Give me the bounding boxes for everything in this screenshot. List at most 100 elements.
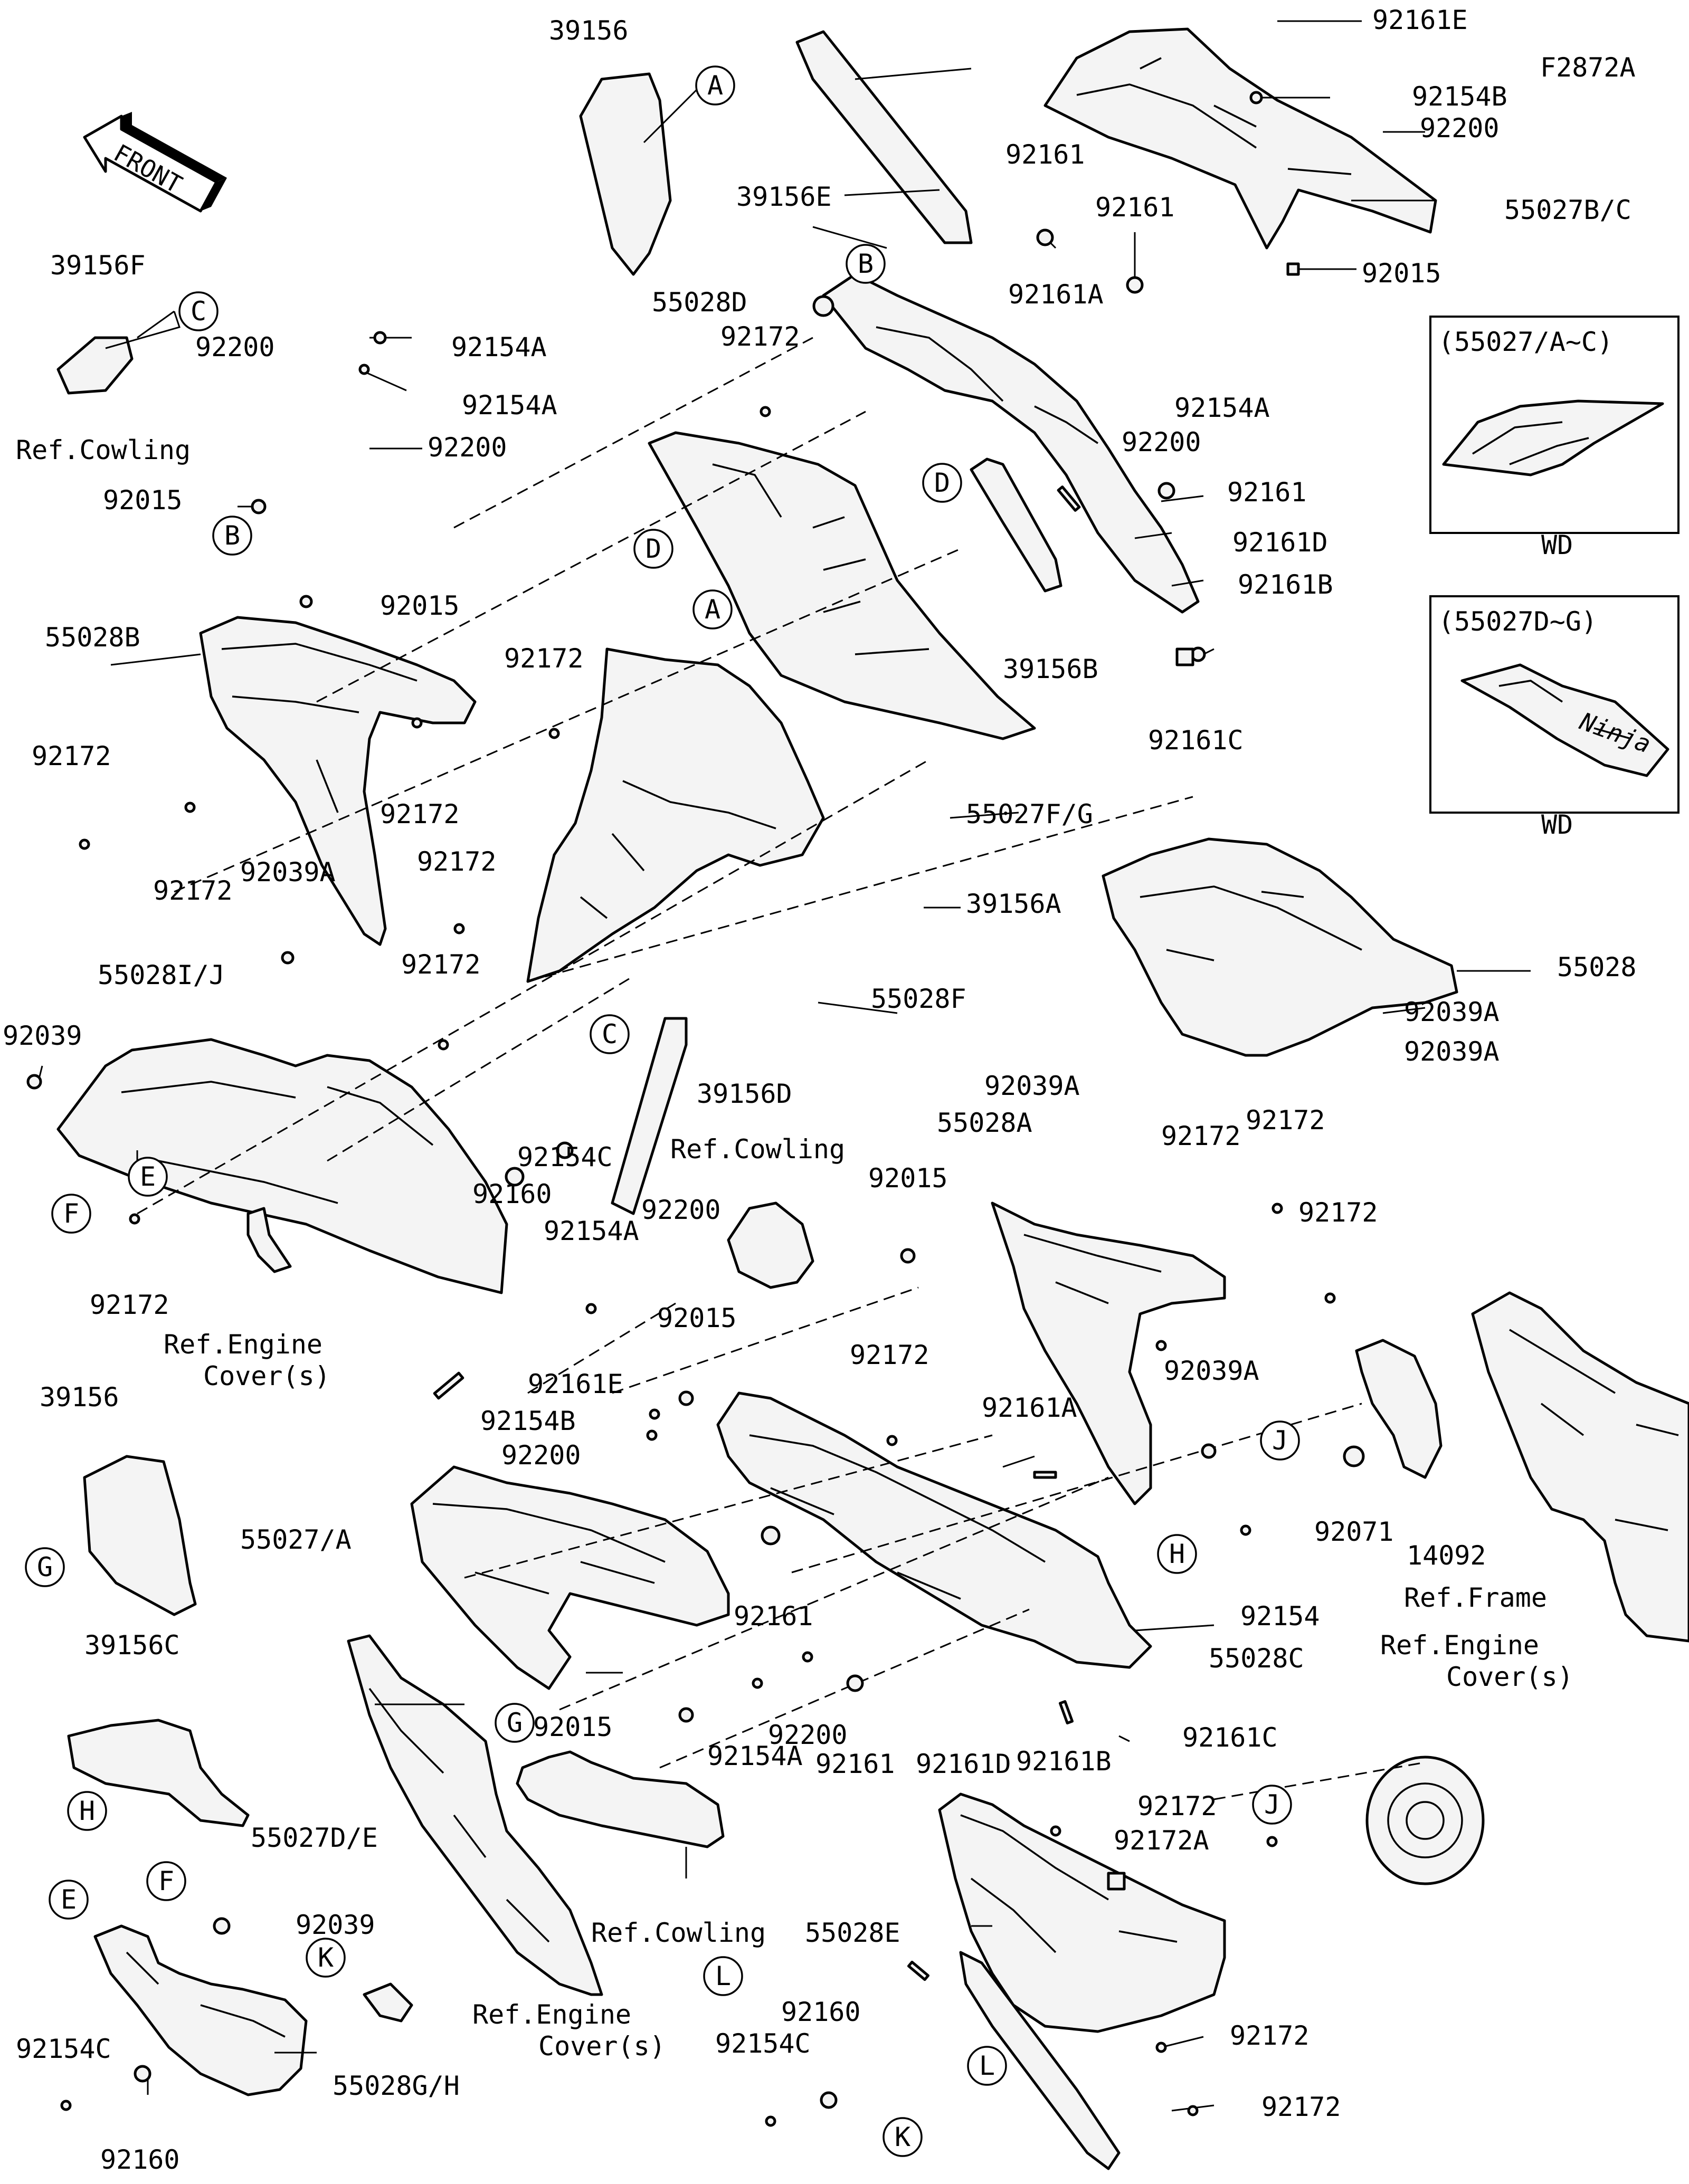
callout-g-1 bbox=[25, 1547, 65, 1587]
label-92154a-c: 92154A bbox=[544, 1216, 639, 1246]
ref-frame-label: Ref.Frame bbox=[1404, 1582, 1547, 1613]
part-55028gh-lower-left bbox=[93, 1924, 308, 2096]
label-92200-r: 92200 bbox=[1122, 427, 1201, 457]
inset-caption-2: WD bbox=[1541, 809, 1573, 840]
label-92172-j: 92172 bbox=[1246, 1105, 1325, 1136]
label-92161c-b: 92161C bbox=[1182, 1722, 1278, 1753]
label-92154b-l: 92154B bbox=[480, 1406, 576, 1436]
callout-h-1 bbox=[1157, 1534, 1197, 1574]
ref-cowling-lower-tray bbox=[516, 1750, 725, 1848]
label-92200-l1: 92200 bbox=[195, 332, 275, 363]
svg-text:F: F bbox=[158, 1866, 174, 1896]
label-92154a-b: 92154A bbox=[707, 1741, 803, 1771]
label-92161e-top: 92161E bbox=[1372, 5, 1468, 35]
label-55027de: 55027D/E bbox=[251, 1823, 378, 1853]
ref-cowling-label-3: Ref.Cowling bbox=[591, 1918, 766, 1948]
callout-b-2 bbox=[212, 516, 252, 556]
label-55027bc: 55027B/C bbox=[1504, 195, 1631, 225]
ref-frame-structure bbox=[1471, 1291, 1689, 1643]
label-39156-top: 39156 bbox=[549, 15, 629, 46]
callout-g-2 bbox=[495, 1703, 535, 1743]
label-92154a-l2: 92154A bbox=[462, 390, 557, 421]
label-92154c-m: 92154C bbox=[517, 1142, 613, 1172]
label-92161-b: 92161 bbox=[1095, 192, 1175, 223]
label-92200-b: 92200 bbox=[768, 1720, 848, 1750]
label-92154a-r: 92154A bbox=[1174, 393, 1270, 423]
part-55028ij-lower-left bbox=[56, 1038, 508, 1294]
ref-engine-bracket-bottom bbox=[363, 1982, 413, 2023]
label-92039a-r3: 92039A bbox=[984, 1071, 1080, 1101]
svg-text:E: E bbox=[140, 1161, 156, 1192]
label-92015-top: 92015 bbox=[1362, 258, 1441, 289]
callout-bubbles: A B C D B D A C E F G H J G H J E F K bbox=[25, 65, 1300, 2157]
label-55028d: 55028D bbox=[652, 287, 747, 318]
part-14092-cover bbox=[1355, 1339, 1443, 1479]
part-55028e-lower-strip bbox=[959, 1951, 1121, 2170]
label-92154-r: 92154 bbox=[1240, 1601, 1320, 1632]
svg-text:C: C bbox=[191, 296, 206, 327]
label-39156f: 39156F bbox=[50, 250, 146, 281]
callout-e-2 bbox=[49, 1880, 89, 1920]
label-92160-c: 92160 bbox=[781, 1997, 861, 2027]
label-92161-c: 92161 bbox=[1227, 477, 1307, 508]
ref-engine-label-3b: Cover(s) bbox=[538, 2031, 666, 2062]
label-92161d-b: 92161D bbox=[916, 1749, 1011, 1779]
label-39156-l: 39156 bbox=[40, 1382, 119, 1413]
label-92161-b2: 92161 bbox=[815, 1749, 895, 1779]
callout-c-2 bbox=[590, 1014, 630, 1054]
ref-engine-cover-right bbox=[1365, 1756, 1485, 1885]
part-55028-right-panel bbox=[1102, 837, 1458, 1057]
label-92172-h: 92172 bbox=[90, 1290, 169, 1320]
label-92172a: 92172A bbox=[1114, 1825, 1209, 1856]
assembly-guide-lines bbox=[137, 337, 1426, 1800]
svg-text:J: J bbox=[1264, 1789, 1280, 1820]
svg-text:A: A bbox=[705, 594, 720, 625]
part-55028f-center-inner bbox=[526, 647, 825, 983]
part-55028a-bracket bbox=[991, 1201, 1226, 1505]
label-92015-c2: 92015 bbox=[657, 1303, 737, 1333]
callout-f-1 bbox=[51, 1194, 91, 1234]
label-92161b-top: 92161B bbox=[1238, 569, 1333, 600]
label-55027fg: 55027F/G bbox=[966, 799, 1093, 829]
part-55027a-side-cowl bbox=[410, 1465, 730, 1690]
svg-text:B: B bbox=[224, 520, 240, 551]
label-92172-l: 92172 bbox=[850, 1340, 929, 1370]
label-39156b: 39156B bbox=[1003, 654, 1098, 684]
label-92161-a: 92161 bbox=[1005, 139, 1085, 170]
callout-j-1 bbox=[1260, 1420, 1300, 1461]
callout-k-1 bbox=[306, 1938, 346, 1978]
label-92039-l: 92039 bbox=[3, 1021, 82, 1051]
callout-d-2 bbox=[633, 529, 673, 569]
svg-text:F: F bbox=[63, 1198, 79, 1229]
label-92200-top: 92200 bbox=[1420, 113, 1500, 144]
callout-j-2 bbox=[1252, 1785, 1292, 1825]
label-14092: 14092 bbox=[1407, 1540, 1486, 1571]
callout-l-2 bbox=[967, 2046, 1007, 2086]
ref-cowling-small-bracket bbox=[727, 1201, 814, 1289]
label-39156d: 39156D bbox=[697, 1079, 792, 1109]
label-92015-l: 92015 bbox=[103, 485, 183, 516]
svg-text:G: G bbox=[37, 1552, 53, 1582]
label-92172-d: 92172 bbox=[720, 321, 800, 352]
label-92172-b: 92172 bbox=[504, 643, 584, 674]
label-92172-n: 92172 bbox=[1230, 2020, 1310, 2051]
label-92172-i: 92172 bbox=[1161, 1121, 1241, 1151]
label-39156e: 39156E bbox=[736, 182, 832, 212]
ref-cowling-label-1: Ref.Cowling bbox=[16, 435, 191, 465]
label-55028a: 55028A bbox=[937, 1108, 1032, 1138]
inset-wd-55027a-c: (55027/A~C) WD bbox=[1429, 316, 1679, 560]
svg-text:H: H bbox=[1169, 1539, 1185, 1569]
label-92161-m: 92161 bbox=[734, 1601, 813, 1632]
label-92161a-m: 92161A bbox=[982, 1393, 1077, 1423]
label-92200-c: 92200 bbox=[641, 1195, 721, 1225]
label-92172-f: 92172 bbox=[417, 846, 497, 877]
svg-text:A: A bbox=[707, 70, 723, 101]
label-92154c-b: 92154C bbox=[16, 2034, 111, 2064]
inset-title-1: (55027/A~C) bbox=[1438, 327, 1613, 357]
label-92039a-r2: 92039A bbox=[1404, 1036, 1500, 1067]
callout-l-1 bbox=[703, 1956, 743, 1996]
callout-a-1 bbox=[695, 65, 735, 106]
callout-k-2 bbox=[883, 2117, 923, 2157]
label-92160-b: 92160 bbox=[100, 2144, 180, 2175]
